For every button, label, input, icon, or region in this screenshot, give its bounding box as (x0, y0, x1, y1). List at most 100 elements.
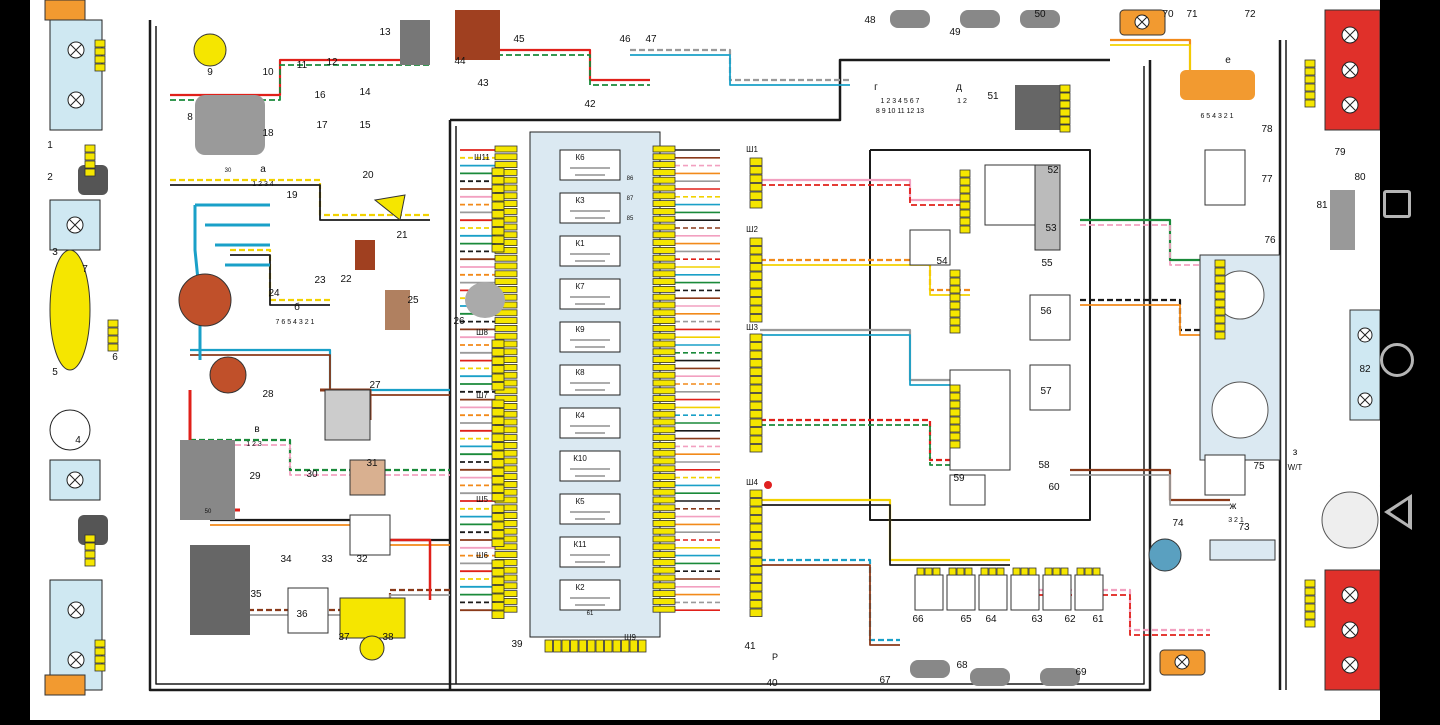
component-number-label: 4 (75, 435, 81, 446)
cigarette-lighter-74 (1148, 538, 1182, 572)
wire-run (230, 588, 450, 612)
harness-connector-sh2 (749, 280, 763, 289)
plate-lamp-bulb-cross (1136, 16, 1148, 28)
door-actuator (1020, 10, 1060, 28)
fuse-pin-right (652, 317, 676, 325)
cluster-connector (1214, 283, 1226, 292)
red-wire (390, 538, 432, 600)
harness-label-right: Ш4 (746, 478, 758, 487)
harness-connector-sh3 (749, 342, 763, 351)
harness-connector-sh7 (491, 467, 505, 476)
wire-run-parallel (760, 184, 970, 206)
component-number-label: 62 (1064, 614, 1076, 625)
harness-connector-sh9 (587, 639, 596, 653)
harness-connector-sh8 (491, 373, 505, 382)
component-number-label: 27 (369, 380, 381, 391)
home-button[interactable] (1380, 343, 1414, 377)
component-number-label: 34 (280, 554, 292, 565)
switch-connector (1076, 567, 1085, 576)
switch-connector (949, 416, 961, 425)
switch-25 (385, 290, 410, 330)
relay (559, 579, 621, 611)
component-number-label: 40 (766, 678, 778, 689)
starter (180, 440, 235, 520)
harness-connector-sh4 (749, 523, 763, 532)
headlight-connector (94, 647, 106, 656)
harness-connector-sh6 (491, 576, 505, 585)
component-number-label: 53 (1045, 223, 1057, 234)
fuse-pin-right (652, 278, 676, 286)
wire-run (760, 328, 970, 382)
fuse-pin-right (652, 192, 676, 200)
component-number-label: 5 (52, 367, 58, 378)
harness-connector-sh3 (749, 444, 763, 453)
cluster-connector (1214, 267, 1226, 276)
wiper-motor-26 (465, 282, 505, 318)
rear-lamp-bulb-cross (1344, 64, 1356, 76)
wire-run-parallel (760, 564, 900, 646)
fuse-pin-right (652, 457, 676, 465)
switch-connector (916, 567, 925, 576)
component-number-label: 14 (359, 87, 371, 98)
switch-52 (984, 164, 1036, 226)
lamp-73 (1209, 539, 1276, 561)
headlight-left-bottom (49, 579, 103, 691)
component-number-label: 19 (286, 190, 298, 201)
harness-connector-sh4 (749, 515, 763, 524)
component-number-label: 71 (1186, 9, 1198, 20)
headlight-connector (84, 542, 96, 551)
component-number-label: 10 (262, 67, 274, 78)
harness-label-left: Ш8 (476, 328, 488, 337)
harness-connector-sh5 (491, 513, 505, 522)
component-number-label: 59 (953, 473, 965, 484)
wire-run (1080, 218, 1210, 262)
fuse-pin-right (652, 293, 676, 301)
fuse-pin-right (652, 254, 676, 262)
component-number-label: 41 (744, 641, 756, 652)
fuse-pin-left (494, 387, 518, 395)
component-number-label: 52 (1047, 165, 1059, 176)
rear-connector (1304, 83, 1316, 92)
fuse-pin-left (494, 161, 518, 169)
relay-label: К9 (575, 325, 585, 334)
harness-connector-sh2 (749, 297, 763, 306)
harness-connector-sh2 (749, 246, 763, 255)
rear-connector (1304, 59, 1316, 68)
connector-letter: д (956, 82, 962, 93)
component-number-label: 46 (619, 34, 631, 45)
fuse-pin-right (652, 184, 676, 192)
fuse-pin-right (652, 176, 676, 184)
harness-connector-sh4 (749, 557, 763, 566)
main-harness-trunk-inner (155, 26, 1145, 685)
harness-connector-sh7 (491, 459, 505, 468)
rear-connector (1304, 91, 1316, 100)
radiator-fan (49, 249, 91, 371)
harness-connector-sh4 (749, 506, 763, 515)
harness-connector-sh7 (491, 450, 505, 459)
component-number-label: 64 (985, 614, 997, 625)
headlight-connector (94, 55, 106, 64)
switch-connector (964, 567, 973, 576)
harness-connector-sh7 (491, 476, 505, 485)
harness-connector-sh11 (491, 227, 505, 236)
component-number-label: 63 (1031, 614, 1043, 625)
recent-apps-button[interactable] (1383, 190, 1411, 218)
component-number-label: 22 (340, 274, 352, 285)
component-number-label: 74 (1172, 518, 1184, 529)
headlight-connector (94, 47, 106, 56)
wire-run-parallel (190, 354, 450, 396)
harness-connector-sh4 (749, 574, 763, 583)
wire-run-parallel (1080, 224, 1210, 266)
fuse-pin-right (652, 488, 676, 496)
connector-digits: 7 6 5 4 3 2 1 (276, 319, 315, 326)
wire-run-parallel (210, 524, 450, 546)
cluster-connector (1214, 307, 1226, 316)
harness-connector-sh2 (749, 237, 763, 246)
fuse-pin-right (652, 239, 676, 247)
component-number-label: 31 (366, 458, 378, 469)
back-button[interactable] (1384, 494, 1412, 530)
fuse-pin-right (652, 520, 676, 527)
fuel-gauge-83 (1321, 491, 1379, 549)
switch-connector (949, 424, 961, 433)
harness-label-left: Ш6 (476, 551, 488, 560)
